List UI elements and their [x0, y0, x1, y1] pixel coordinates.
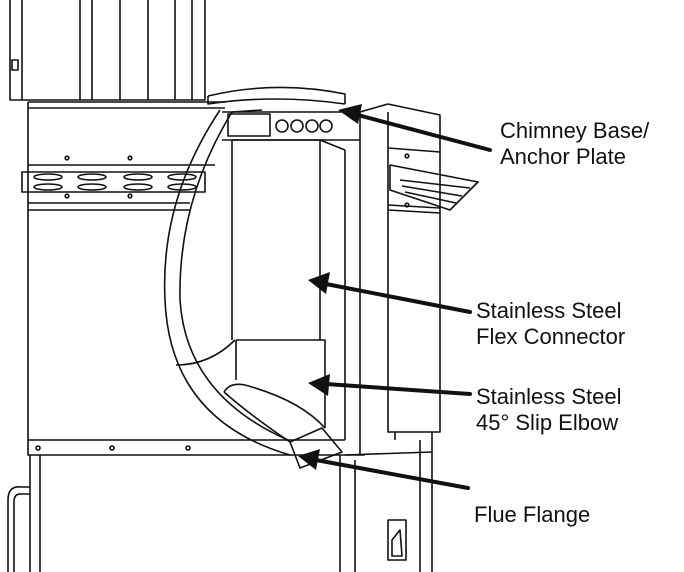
cutaway-shroud — [163, 109, 291, 456]
outer-cabinet — [27, 101, 365, 456]
chimney-base-label-line1: Chimney Base/ — [500, 118, 650, 143]
callout-arrows — [298, 104, 492, 490]
flange-arrow — [314, 458, 470, 490]
flex-connector-label-line1: Stainless Steel — [476, 298, 622, 323]
slip-elbow-label: Stainless Steel 45° Slip Elbow — [476, 384, 622, 436]
elbow-arrow — [324, 382, 472, 396]
left-louvers — [21, 171, 206, 193]
slip-elbow — [223, 339, 343, 469]
chimney-base-label-line2: Anchor Plate — [500, 144, 626, 169]
slip-elbow-label-line1: Stainless Steel — [476, 384, 622, 409]
flex-connector-label-line2: Flex Connector — [476, 324, 626, 349]
slip-elbow-label-line2: 45° Slip Elbow — [476, 410, 619, 435]
flue-flange-label: Flue Flange — [474, 502, 590, 528]
chimney-arrow — [352, 112, 492, 152]
pedestal-base — [7, 440, 433, 572]
flex-connector-label: Stainless Steel Flex Connector — [476, 298, 625, 350]
right-cabinet — [359, 103, 479, 455]
flue-flange-label-line1: Flue Flange — [474, 502, 591, 527]
chimney-pipe — [9, 0, 206, 101]
flex-arrow — [324, 282, 472, 314]
flex-connector — [231, 139, 346, 440]
chimney-base-label: Chimney Base/ Anchor Plate — [500, 118, 649, 170]
